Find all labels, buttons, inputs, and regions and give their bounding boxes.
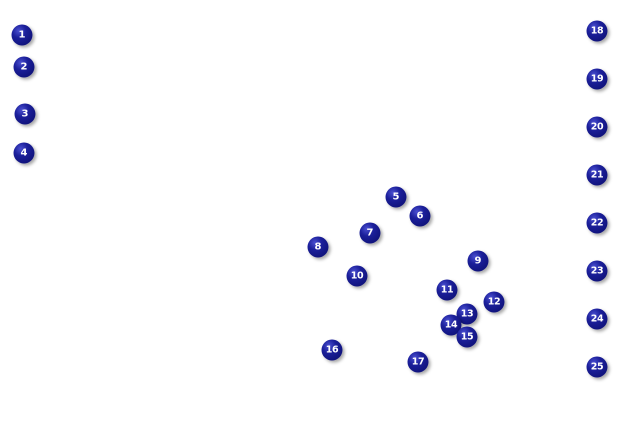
marker-6: 6 (409, 205, 431, 227)
marker-2: 2 (13, 56, 35, 78)
marker-13: 13 (456, 303, 478, 325)
marker-23: 23 (586, 260, 608, 282)
marker-18: 18 (586, 20, 608, 42)
marker-21: 21 (586, 164, 608, 186)
marker-14: 14 (440, 314, 462, 336)
marker-25: 25 (586, 356, 608, 378)
marker-22: 22 (586, 212, 608, 234)
marker-16: 16 (321, 339, 343, 361)
marker-20: 20 (586, 116, 608, 138)
marker-9: 9 (467, 250, 489, 272)
marker-5: 5 (385, 186, 407, 208)
marker-7: 7 (359, 222, 381, 244)
marker-1: 1 (11, 24, 33, 46)
marker-15: 15 (456, 326, 478, 348)
marker-24: 24 (586, 308, 608, 330)
marker-19: 19 (586, 68, 608, 90)
marker-4: 4 (13, 142, 35, 164)
marker-12: 12 (483, 291, 505, 313)
marker-17: 17 (407, 351, 429, 373)
marker-8: 8 (307, 236, 329, 258)
marker-3: 3 (14, 103, 36, 125)
marker-11: 11 (436, 279, 458, 301)
marker-10: 10 (346, 265, 368, 287)
